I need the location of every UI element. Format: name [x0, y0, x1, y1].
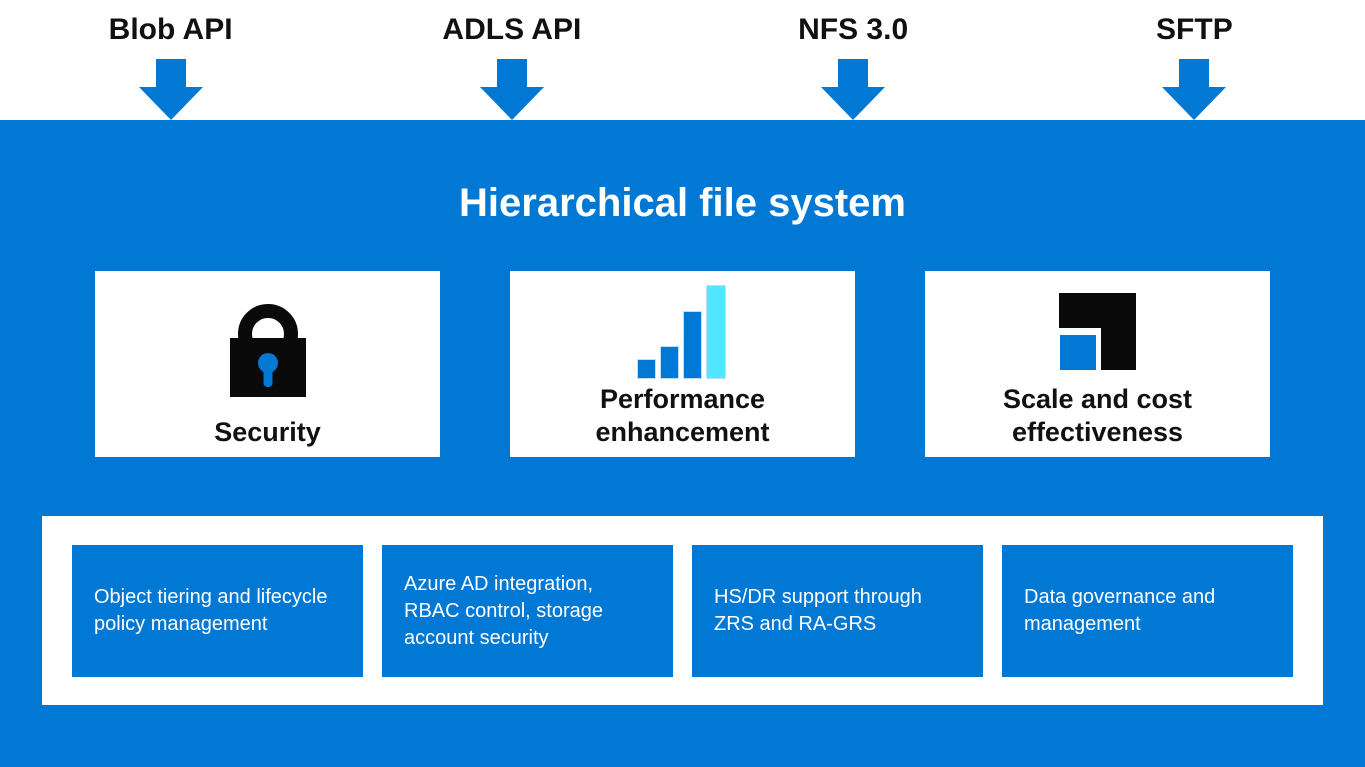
api-label-blob: Blob API — [108, 13, 233, 46]
feature-box-governance: Data governance and management — [1002, 545, 1293, 677]
api-col-adls: ADLS API — [341, 0, 682, 120]
card-label-security: Security — [214, 417, 321, 447]
card-scale-cost: Scale and cost effectiveness — [925, 271, 1270, 457]
api-row: Blob API ADLS API NFS 3.0 SFTP — [0, 0, 1365, 120]
api-label-nfs: NFS 3.0 — [798, 13, 909, 46]
card-performance: Performance enhancement — [510, 271, 855, 457]
capability-cards-row: Security Performance enhancement — [0, 271, 1365, 457]
api-col-sftp: SFTP — [1024, 0, 1365, 120]
card-label-scale-cost: Scale and cost effectiveness — [1002, 384, 1193, 447]
card-icon-wrap — [1058, 281, 1137, 383]
feature-box-aad: Azure AD integration, RBAC control, stor… — [382, 545, 673, 677]
scale-squares-icon — [1058, 293, 1136, 370]
card-security: Security — [95, 271, 440, 457]
feature-box-hsdr: HS/DR support through ZRS and RA-GRS — [692, 545, 983, 677]
panel-title: Hierarchical file system — [459, 181, 906, 225]
down-arrow-icon — [1162, 59, 1227, 120]
lock-icon — [229, 303, 306, 397]
api-label-adls: ADLS API — [442, 13, 582, 46]
card-icon-wrap — [229, 281, 307, 416]
down-arrow-icon — [821, 59, 886, 120]
card-label-performance: Performance enhancement — [595, 384, 770, 447]
api-col-blob: Blob API — [0, 0, 341, 120]
api-label-sftp: SFTP — [1156, 13, 1233, 46]
down-arrow-icon — [479, 59, 544, 120]
bar-chart-icon — [636, 285, 726, 379]
card-icon-wrap — [636, 281, 729, 383]
down-arrow-icon — [138, 59, 203, 120]
feature-box-tiering: Object tiering and lifecycle policy mana… — [72, 545, 363, 677]
api-col-nfs: NFS 3.0 — [683, 0, 1024, 120]
feature-strip: Object tiering and lifecycle policy mana… — [42, 516, 1323, 705]
